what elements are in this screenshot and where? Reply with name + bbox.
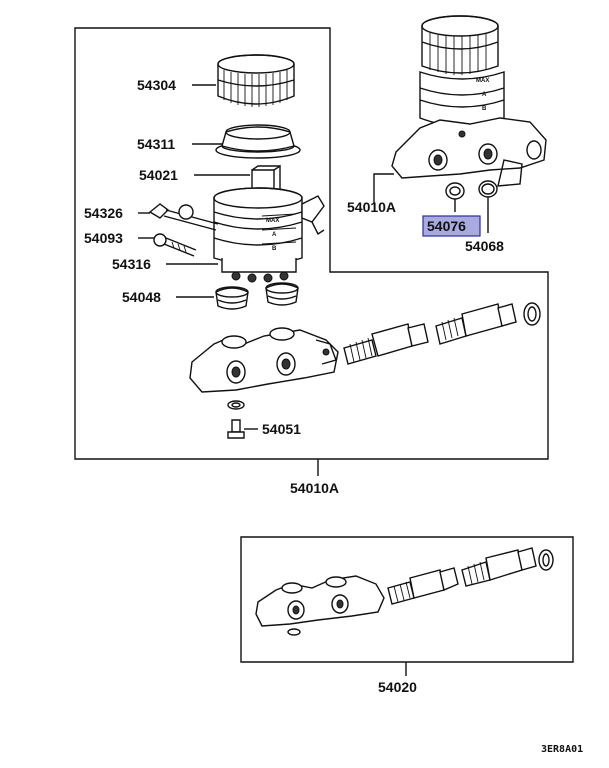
secondary-assembly-frame [240,536,574,663]
inset-max-mark: MAX [476,78,489,84]
label-54010a-inset[interactable]: 54010A [347,199,396,215]
secondary-piston-illustration [387,547,554,605]
label-54020[interactable]: 54020 [378,679,417,695]
inset-assembly-illustration: MAX A B [391,15,547,187]
reservoir-b-mark: B [272,246,277,252]
label-54048[interactable]: 54048 [122,289,161,305]
reservoir-bolt-illustration [148,203,219,257]
label-54093[interactable]: 54093 [84,230,123,246]
reservoir-tank-illustration: MAX A B [213,187,325,283]
label-54076[interactable]: 54076 [427,218,466,234]
grommets-illustration [215,282,299,310]
label-54304[interactable]: 54304 [137,77,176,93]
master-cylinder-body-illustration [189,327,339,393]
inset-b-mark: B [482,106,487,112]
secondary-cylinder-body-illustration [255,575,385,636]
seal-parts-illustration [445,180,498,200]
inset-a-mark: A [482,92,487,98]
label-54021[interactable]: 54021 [139,167,178,183]
leader-lines [138,84,489,676]
main-assembly-frame [74,27,549,460]
label-54068[interactable]: 54068 [465,238,504,254]
strainer-illustration [215,124,301,159]
label-54010a-main[interactable]: 54010A [290,480,339,496]
label-54326[interactable]: 54326 [84,205,123,221]
label-54311[interactable]: 54311 [137,136,175,152]
bleeder-plug-illustration [227,400,245,439]
reservoir-a-mark: A [272,232,277,238]
label-54051[interactable]: 54051 [262,421,301,437]
highlight-54076 [422,215,481,237]
reservoir-cap-illustration [217,54,295,107]
reservoir-max-mark: MAX [266,218,279,224]
figure-code: 3ER8A01 [541,744,583,755]
label-54316[interactable]: 54316 [112,256,151,272]
piston-assembly-illustration [343,302,541,365]
